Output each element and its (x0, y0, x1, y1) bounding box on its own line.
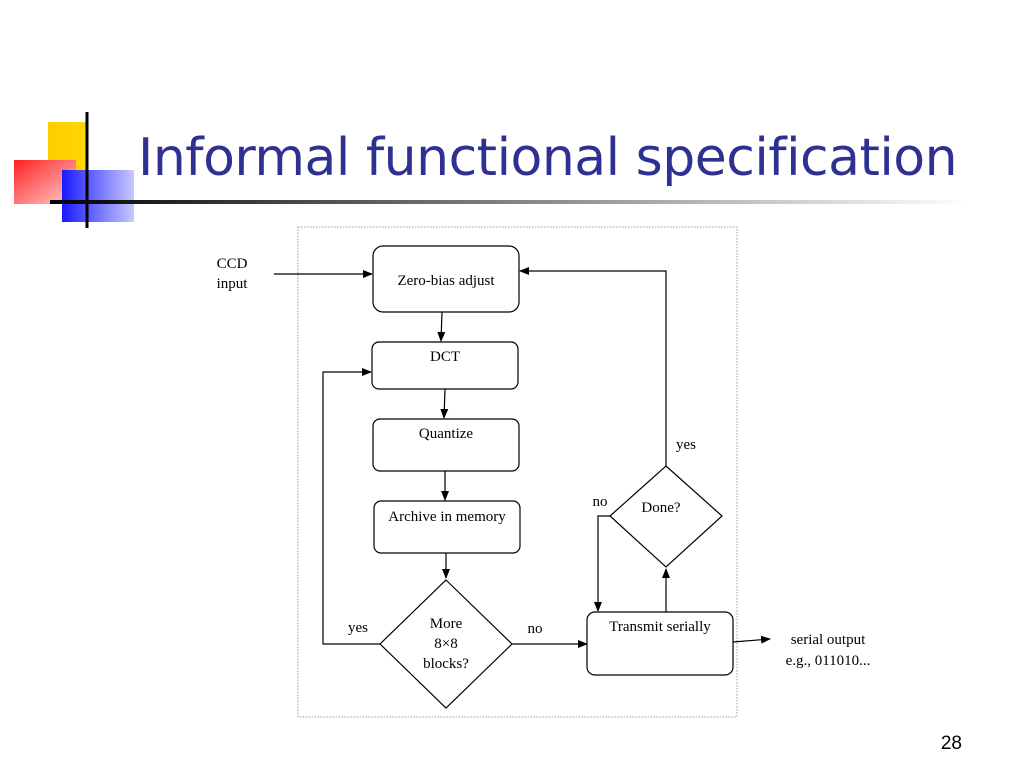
slide-title: Informal functional specification (138, 128, 958, 188)
more-blocks-label-1: More (430, 616, 463, 632)
done-no-loop (594, 515, 610, 612)
done-decision (609, 465, 723, 568)
more-blocks-yes-label: yes (348, 620, 368, 636)
arrow-zero-bias-to-dct (437, 311, 446, 342)
blue-square (62, 170, 134, 222)
title-underline (50, 200, 970, 204)
page-number: 28 (940, 733, 962, 754)
transmit-label: Transmit serially (609, 619, 711, 635)
ccd-input-label: CCD (217, 256, 248, 272)
done-yes-label: yes (676, 437, 696, 453)
archive-label: Archive in memory (388, 509, 506, 525)
diagram-frame (297, 226, 738, 718)
serial-output-label: serial output (791, 632, 866, 648)
serial-output-example: e.g., 011010... (786, 653, 871, 669)
more-blocks-label-3: blocks? (423, 656, 469, 672)
more-blocks-no-label: no (528, 621, 543, 637)
serial-output-arrow (732, 635, 771, 644)
dct-label: DCT (430, 349, 460, 365)
title-decoration (14, 112, 134, 228)
more-blocks-label-2: 8×8 (434, 636, 457, 652)
done-yes-loop (519, 267, 667, 466)
quantize-box (372, 418, 520, 472)
yes-loop-to-dct (322, 368, 380, 645)
arrow-dct-to-quantize (440, 388, 449, 419)
done-no-label: no (593, 494, 608, 510)
more-blocks-decision (379, 579, 513, 709)
zero-bias-label: Zero-bias adjust (397, 273, 495, 289)
ccd-input-label-2: input (217, 276, 249, 292)
done-label: Done? (641, 500, 680, 516)
quantize-label: Quantize (419, 426, 473, 442)
transmit-box (586, 611, 734, 676)
archive-box (373, 500, 521, 554)
zero-bias-box (372, 245, 520, 313)
